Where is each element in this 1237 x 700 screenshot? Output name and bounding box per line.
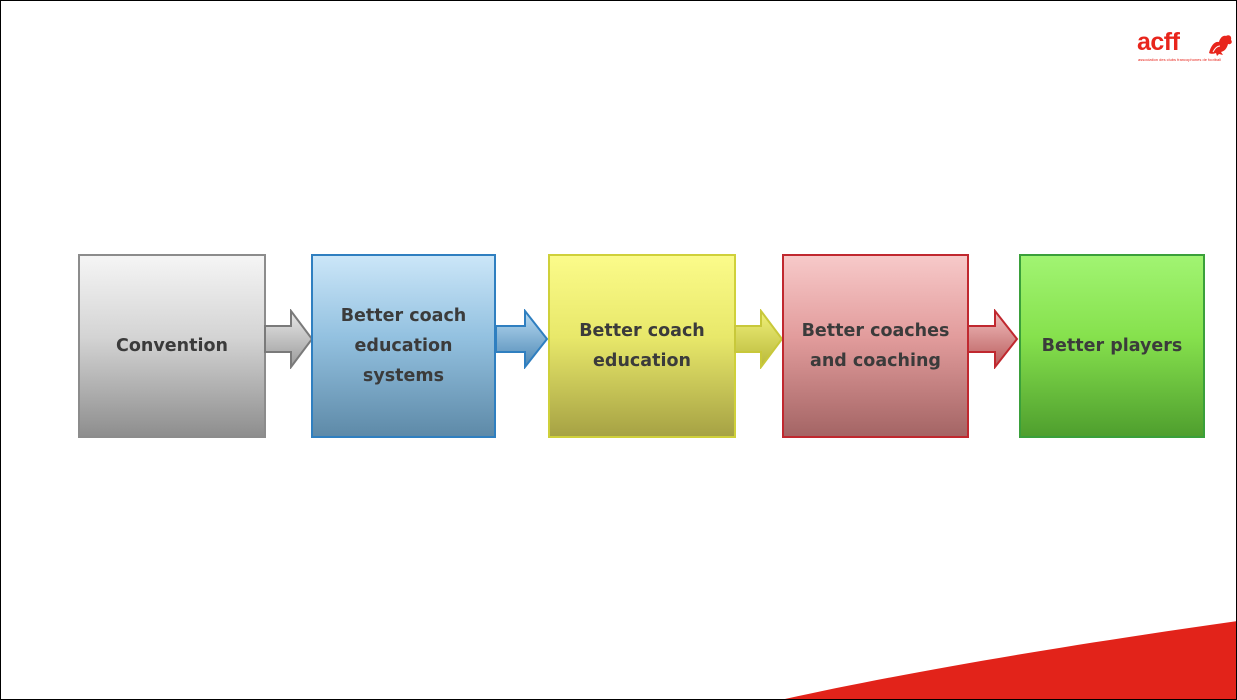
rooster-icon [1209,35,1232,56]
logo-text: acff [1137,28,1180,56]
logo-tagline: association des clubs francophones de fo… [1138,57,1221,62]
arrow-right-icon [264,309,314,369]
step-label: Better coach education [579,321,705,371]
step-label: Better coach education systems [340,306,467,386]
step-convention: Convention [78,254,266,438]
arrow-right-icon [495,309,549,369]
arrow-right-icon [734,309,784,369]
step-label: Better players [1041,336,1183,356]
step-label: Better coaches and coaching [801,321,950,371]
step-better-players: Better players [1019,254,1205,438]
arrow-right-icon [967,309,1019,369]
step-better-coach-education-systems: Better coach education systems [311,254,496,438]
step-label: Convention [116,336,228,356]
acff-logo: acff association des clubs francophones … [1137,27,1233,73]
step-better-coach-education: Better coach education [548,254,736,438]
